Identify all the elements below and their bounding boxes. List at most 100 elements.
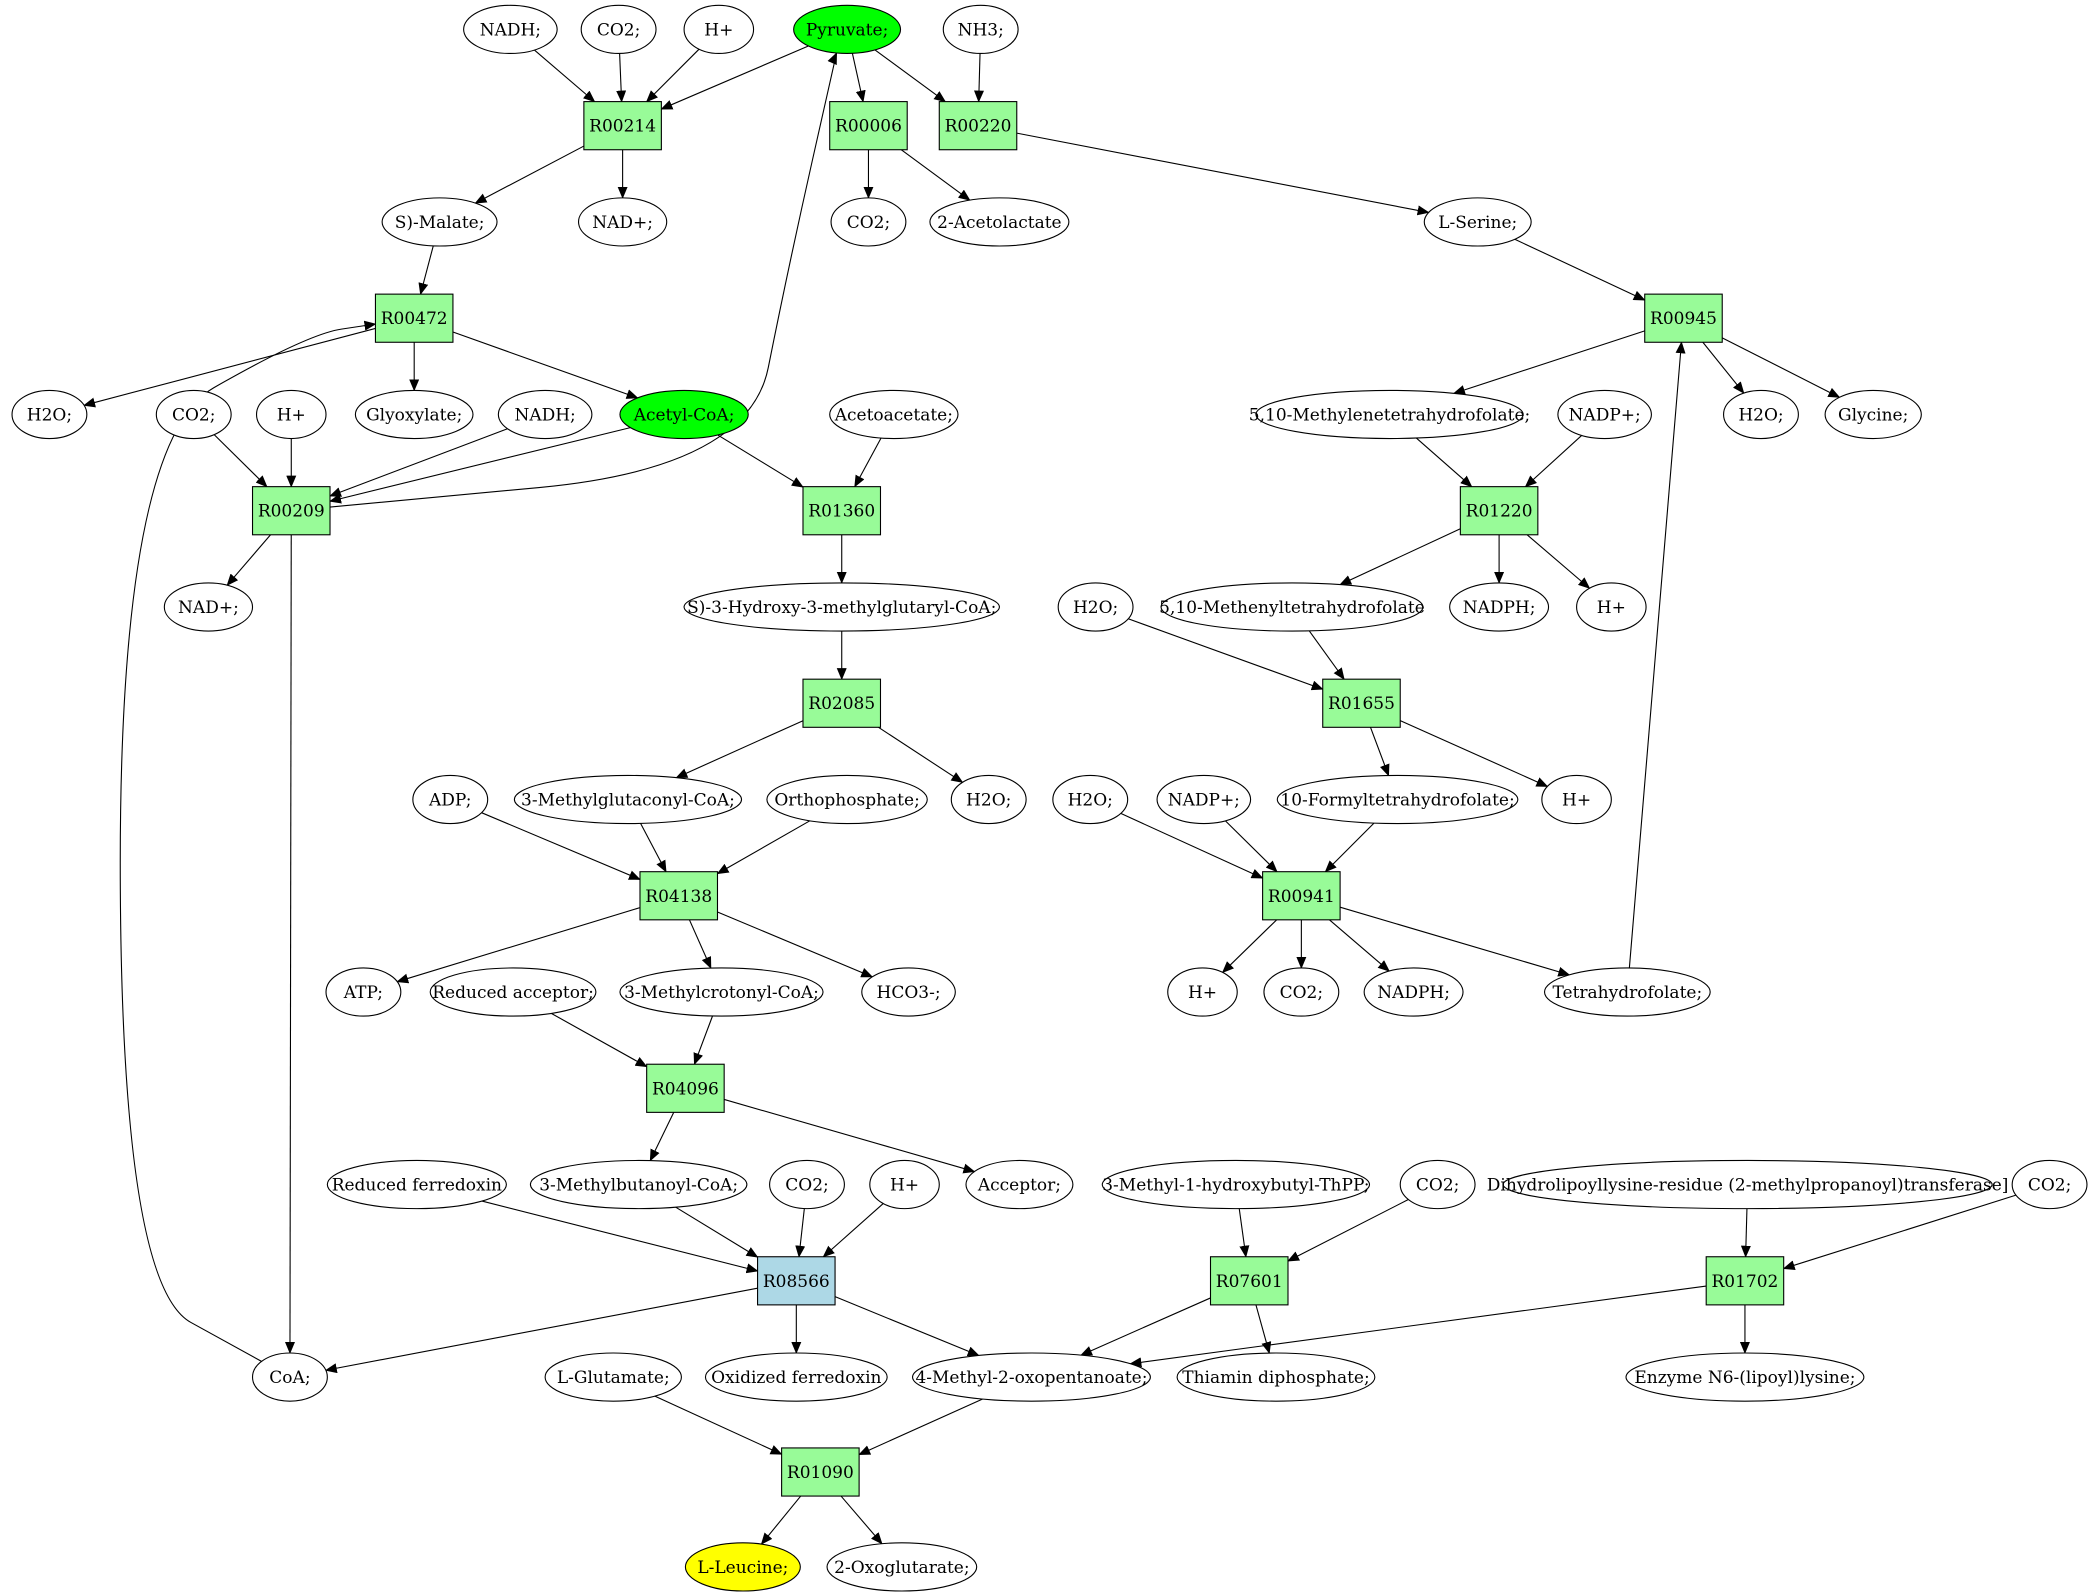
reaction-box xyxy=(251,486,331,536)
node-label: H2O; xyxy=(1738,405,1783,425)
compound-ellipse xyxy=(1576,582,1647,632)
reaction-box xyxy=(1644,293,1723,343)
compound-node-c_co2_1: CO2; xyxy=(580,4,657,55)
edge-c_serine-to-r_R00945 xyxy=(1514,238,1646,301)
compound-node-c_nadh1: NADH; xyxy=(463,4,558,55)
node-label: 3-Methylglutaconyl-CoA; xyxy=(521,791,735,811)
compound-ellipse xyxy=(929,197,1070,247)
node-label: Reduced ferredoxin xyxy=(332,1176,502,1196)
reaction-node-r_R00472: R00472 xyxy=(374,293,454,343)
node-label: R00941 xyxy=(1268,887,1335,907)
compound-ellipse xyxy=(412,774,489,825)
edge-r_R01655-to-c_formylthf xyxy=(1369,727,1390,777)
compound-node-c_glycine: Glycine; xyxy=(1824,389,1922,440)
compound-ellipse xyxy=(354,389,474,440)
compound-ellipse xyxy=(544,1352,682,1402)
edge-c_mbutanoylcoa-to-r_R08566 xyxy=(675,1206,759,1258)
edge-c_h6-to-r_R08566 xyxy=(822,1203,884,1258)
node-label: Dihydrolipoyllysine-residue (2-methylpro… xyxy=(1487,1176,2009,1196)
reaction-box xyxy=(1209,1256,1289,1306)
reaction-node-r_R04138: R04138 xyxy=(639,871,719,921)
compound-ellipse xyxy=(942,4,1019,55)
node-label: NADP+; xyxy=(1168,791,1240,811)
reaction-box xyxy=(1262,871,1341,921)
compound-ellipse xyxy=(513,774,743,825)
edge-c_formylthf-to-r_R00941 xyxy=(1324,822,1375,873)
edge-c_acetylcoa-to-r_R01360 xyxy=(717,434,804,488)
reaction-node-r_R07601: R07601 xyxy=(1209,1256,1289,1306)
reaction-box xyxy=(1459,486,1539,536)
node-label: H+ xyxy=(704,20,733,40)
compound-node-c_acetylcoa: Acetyl-CoA; xyxy=(619,389,749,440)
compound-ellipse xyxy=(1057,582,1134,632)
compound-node-c_nadpplus_2: NADP+; xyxy=(1156,774,1252,825)
node-label: L-Glutamate; xyxy=(557,1368,670,1388)
compound-node-c_co2_2: CO2; xyxy=(830,197,907,247)
compound-ellipse xyxy=(950,774,1027,825)
compound-node-c_h6: H+ xyxy=(869,1159,940,1210)
reaction-box xyxy=(781,1447,860,1497)
node-label: NAD+; xyxy=(178,598,239,618)
compound-ellipse xyxy=(1156,774,1252,825)
node-label: 2-Acetolactate xyxy=(937,213,1061,233)
node-label: R01220 xyxy=(1466,502,1533,522)
compound-ellipse xyxy=(1543,967,1711,1017)
compound-node-c_redferredoxin: Reduced ferredoxin xyxy=(326,1159,507,1210)
edge-r_R00220-to-c_serine xyxy=(1016,132,1430,216)
compound-ellipse xyxy=(381,197,498,247)
reaction-node-r_R00941: R00941 xyxy=(1262,871,1341,921)
edge-r_R08566-to-c_moxopentanoate xyxy=(834,1296,980,1357)
edge-c_mcrotonylcoa-to-r_R04096 xyxy=(693,1015,714,1066)
node-label: Thiamin diphosphate; xyxy=(1182,1368,1369,1388)
edge-r_R00941-to-c_h5 xyxy=(1221,919,1278,974)
compound-node-c_glyoxylate: Glyoxylate; xyxy=(354,389,474,440)
node-label: H2O; xyxy=(1073,598,1118,618)
edge-r_R00472-to-c_h2o_1 xyxy=(83,327,376,408)
compound-node-c_co2_3: CO2; xyxy=(155,389,232,440)
compound-node-c_lipoyllysine: Enzyme N6-(lipoyl)lysine; xyxy=(1625,1352,1865,1402)
compound-ellipse xyxy=(577,197,668,247)
compound-ellipse xyxy=(912,1352,1151,1402)
compound-ellipse xyxy=(251,1352,328,1402)
compound-ellipse xyxy=(1449,582,1550,632)
edge-c_thf-to-r_R00945 xyxy=(1628,341,1686,969)
edge-c_nadpplus_1-to-r_R01220 xyxy=(1524,435,1583,488)
node-label: Acceptor; xyxy=(977,1176,1061,1196)
compound-ellipse xyxy=(619,389,749,440)
compound-ellipse xyxy=(1824,389,1922,440)
reaction-node-r_R00209: R00209 xyxy=(251,486,331,536)
node-label: NADP+; xyxy=(1569,405,1641,425)
compound-node-c_h2: H+ xyxy=(255,389,327,440)
edge-r_R00006-to-c_acetolactate xyxy=(900,149,971,201)
node-label: H+ xyxy=(890,1176,919,1196)
edge-r_R00941-to-c_thf xyxy=(1339,906,1571,977)
compound-node-c_co2_5: CO2; xyxy=(769,1159,845,1210)
node-label: Reduced acceptor; xyxy=(432,983,594,1003)
reaction-node-r_R08566: R08566 xyxy=(757,1256,836,1306)
edge-c_mhbthpp-to-r_R07601 xyxy=(1238,1208,1250,1258)
compound-node-c_oxferredoxin: Oxidized ferredoxin xyxy=(704,1352,888,1402)
edge-c_co2_7-to-r_R01702 xyxy=(1782,1194,2017,1271)
edge-r_R00945-to-c_h2o_2 xyxy=(1702,341,1745,394)
node-label: CO2; xyxy=(1416,1176,1460,1196)
node-label: 5,10-Methylenetetrahydrofolate; xyxy=(1249,405,1530,425)
node-label: Glyoxylate; xyxy=(366,405,462,425)
node-label: R01360 xyxy=(808,502,875,522)
edge-c_moxopentanoate-to-r_R01090 xyxy=(858,1398,983,1456)
node-label: H+ xyxy=(1188,983,1217,1003)
compound-node-c_nadp_2: NAD+; xyxy=(163,582,254,632)
compound-ellipse xyxy=(1255,389,1524,440)
reaction-box xyxy=(583,101,662,151)
edge-r_R07601-to-c_moxopentanoate xyxy=(1080,1297,1211,1356)
compound-node-c_nadpplus_1: NADP+; xyxy=(1557,389,1652,440)
compound-node-c_glutamate: L-Glutamate; xyxy=(544,1352,682,1402)
compound-node-c_coa: CoA; xyxy=(251,1352,328,1402)
compound-node-c_acetoacetate: Acetoacetate; xyxy=(829,389,959,440)
node-label: S)-3-Hydroxy-3-methylglutaryl-CoA; xyxy=(687,598,996,618)
node-label: R00214 xyxy=(589,117,656,137)
compound-node-c_hmgcoa: S)-3-Hydroxy-3-methylglutaryl-CoA; xyxy=(683,582,1000,632)
node-label: 4-Methyl-2-oxopentanoate; xyxy=(915,1368,1147,1388)
node-label: NADPH; xyxy=(1463,598,1536,618)
node-label: NAD+; xyxy=(592,213,653,233)
